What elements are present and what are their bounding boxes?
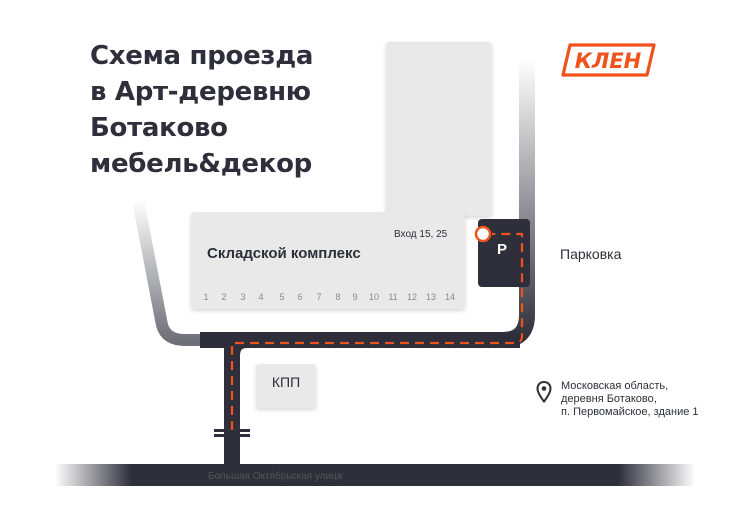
section-number: 6 (297, 292, 303, 302)
title-line-2: в Арт-деревню (90, 77, 311, 107)
gate-barrier (214, 429, 250, 432)
parking-label: Парковка (560, 246, 622, 262)
parking-icon: P (496, 241, 507, 258)
section-number: 11 (388, 292, 398, 302)
page-title: Схема проезда в Арт-деревню Ботаково меб… (90, 38, 380, 182)
street-label: Большая Октябрьская улица (208, 471, 343, 482)
address-line-1: Московская область, (561, 380, 669, 392)
section-number: 4 (258, 292, 264, 302)
address-block: Московская область, деревня Ботаково, п.… (561, 380, 699, 419)
section-number: 5 (279, 292, 285, 302)
title-line-4: мебель&декор (90, 149, 312, 179)
warehouse-label: Складской комплекс (207, 245, 361, 262)
section-number: 8 (335, 292, 341, 302)
section-number: 2 (221, 292, 227, 302)
checkpoint-building (256, 364, 316, 408)
section-number: 13 (425, 292, 436, 302)
title-line-3: Ботаково (90, 113, 228, 143)
title-line-1: Схема проезда (90, 41, 314, 71)
warehouse-building (191, 212, 465, 309)
klen-logo: КЛЕН (561, 43, 656, 77)
street-road (55, 464, 695, 486)
section-number: 1 (203, 292, 209, 302)
tall-building (386, 42, 492, 216)
gate-barrier-2 (214, 434, 250, 437)
left-road (132, 198, 232, 346)
entrance-marker-icon (474, 225, 492, 243)
entrance-label: Вход 15, 25 (394, 229, 448, 240)
section-number: 7 (316, 292, 322, 302)
section-number: 14 (444, 292, 455, 302)
location-pin-icon (536, 381, 552, 403)
address-line-2: деревня Ботаково, (561, 393, 657, 405)
checkpoint-label: КПП (271, 374, 301, 390)
section-number: 9 (352, 292, 358, 302)
section-number: 12 (406, 292, 417, 302)
address-line-3: п. Первомайское, здание 1 (561, 406, 699, 418)
logo-text: КЛЕН (575, 49, 642, 73)
section-number: 10 (368, 292, 379, 302)
section-number: 3 (240, 292, 246, 302)
route-line (230, 232, 524, 430)
